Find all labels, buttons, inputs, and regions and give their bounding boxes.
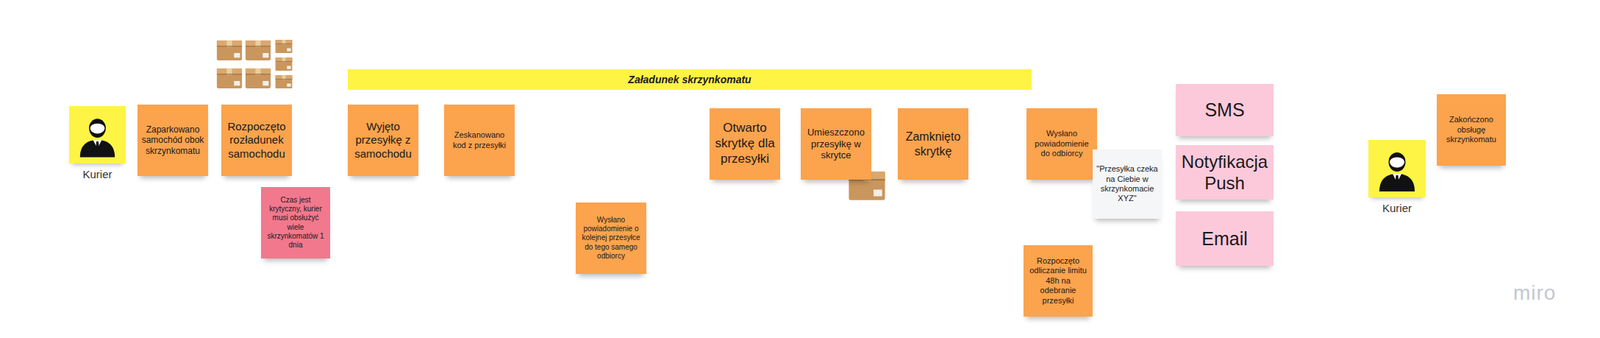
phase-title: Załadunek skrzynkomatu [627,73,751,86]
event-sticky: Rozpoczęto rozładunek samochodu [221,104,292,176]
sticky-text: Wyjęto przesyłkę z samochodu [351,119,415,161]
sticky-text: "Przesyłka czeka na Ciebie w skrzynkomac… [1096,163,1159,204]
event-sticky: Zeskanowano kod z przesyłki [444,104,515,176]
sticky-text: Wysłano powiadomienie do odbiorcy [1030,128,1094,159]
person-icon [1368,139,1426,198]
sticky-text: Rozpoczęto rozładunek samochodu [225,119,289,161]
sticky-text: Zeskanowano kod z przesyłki [447,130,512,150]
event-sticky: Rozpoczęto odliczanie limitu 48h na odeb… [1023,244,1093,317]
sticky-text: Email [1179,227,1270,250]
person-icon [69,105,126,164]
sticky-text: Zaparkowano samochód obok skrzynkomatu [141,124,205,157]
sticky-text: Notyfikacja Push [1179,150,1270,195]
actor-label: Kurier [1353,201,1441,214]
message-sticky: "Przesyłka czeka na Ciebie w skrzynkomac… [1092,149,1162,219]
event-sticky: Zaparkowano samochód obok skrzynkomatu [137,104,209,176]
event-sticky: Zamknięto skrytkę [897,108,969,180]
sticky-text: Zakończono obsługę skrzynkomatu [1440,114,1503,145]
sticky-text: Wysłano powiadomienie o kolejnej przesył… [579,215,643,261]
hotspot-sticky: Czas jest krytyczny, kurier musi obsłuży… [261,186,331,259]
event-sticky: Umieszczono przesyłkę w skrytce [800,108,872,180]
sticky-text: Czas jest krytyczny, kurier musi obsłuży… [264,195,327,250]
event-sticky: Wysłano powiadomienie o kolejnej przesył… [575,202,647,274]
channel-sticky: SMS [1175,83,1274,137]
actor-avatar: Kurier [69,105,126,164]
event-sticky: Wyjęto przesyłkę z samochodu [347,104,419,176]
sticky-text: Otwarto skrytkę dla przesyłki [713,120,777,167]
event-sticky: Otwarto skrytkę dla przesyłki [709,108,781,180]
sticky-text: Rozpoczęto odliczanie limitu 48h na odeb… [1027,255,1089,306]
sticky-text: SMS [1179,98,1270,122]
actor-label: Kurier [54,167,141,181]
event-sticky: Zakończono obsługę skrzynkomatu [1436,94,1506,166]
event-sticky: Wysłano powiadomienie do odbiorcy [1026,108,1098,180]
sticky-text: Zamknięto skrytkę [901,129,965,159]
phase-band: Załadunek skrzynkomatu [347,69,1032,90]
channel-sticky: Notyfikacja Push [1175,144,1274,200]
sticky-text: Umieszczono przesyłkę w skrytce [804,126,868,162]
channel-sticky: Email [1175,211,1274,266]
watermark: miro [1513,280,1556,305]
actor-avatar: Kurier [1368,139,1426,198]
parcel-boxes [216,39,293,89]
